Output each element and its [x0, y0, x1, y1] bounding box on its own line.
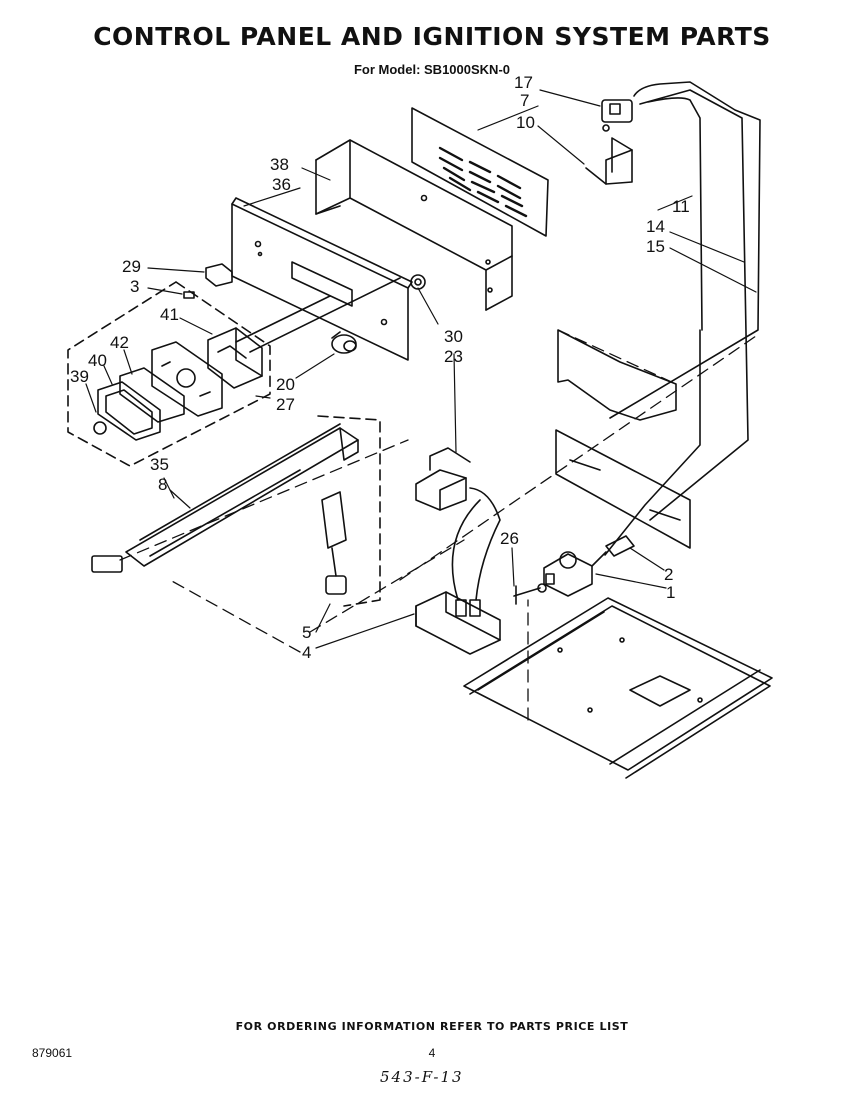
callout-23: 23: [444, 347, 463, 366]
clock-assembly-group-27: [67, 281, 271, 467]
model-subtitle: For Model: SB1000SKN-0: [353, 62, 511, 77]
callout-40: 40: [88, 351, 107, 370]
clock-shaft-line-2: [249, 277, 401, 353]
callout-7: 7: [520, 91, 529, 110]
part-5-orifice: [321, 491, 347, 595]
callout-38: 38: [270, 155, 289, 174]
page-title: CONTROL PANEL AND IGNITION SYSTEM PARTS: [93, 22, 771, 51]
callout-15: 15: [646, 237, 665, 256]
callout-3: 3: [130, 277, 139, 296]
clock-shaft-line: [235, 295, 331, 343]
side-wall-cutaway: [555, 329, 691, 549]
callout-14: 14: [646, 217, 665, 236]
callout-11: 11: [672, 197, 690, 216]
part-17-switch: [601, 99, 633, 132]
part-29-button: [205, 263, 233, 287]
part-41-clock-module: [207, 327, 263, 389]
callout-leaders: [85, 89, 757, 649]
part-4-gas-valve: [415, 487, 501, 655]
callout-10: 10: [516, 113, 535, 132]
reference-number: 879061: [32, 1046, 73, 1060]
part-23-ignitor-valve: [415, 447, 471, 511]
handwritten-code: 543-F-13: [380, 1068, 464, 1086]
part-7-rear-panel: [411, 107, 549, 237]
callout-30: 30: [444, 327, 463, 346]
part-2-fitting: [591, 535, 635, 567]
callout-5: 5: [302, 623, 311, 642]
callout-1: 1: [666, 583, 675, 602]
part-1-regulator: [543, 551, 593, 597]
callout-2: 2: [664, 565, 673, 584]
part-10-bracket: [585, 137, 633, 185]
part-42-clock-face: [151, 341, 223, 417]
part-38-housing: [315, 139, 513, 311]
part-35-burner-bar: [91, 423, 359, 573]
page-number: 4: [428, 1046, 436, 1060]
callout-27: 27: [276, 395, 295, 414]
callout-35: 35: [150, 455, 169, 474]
part-26-screw: [513, 583, 547, 605]
part-30-knob-clip: [410, 274, 426, 290]
dashed-leaders: [119, 329, 757, 721]
part-39-bezel: [93, 381, 161, 441]
thermocouple-tubes: [604, 81, 761, 556]
callout-26: 26: [500, 529, 519, 548]
callout-20: 20: [276, 375, 295, 394]
callout-39: 39: [70, 367, 89, 386]
oven-floor-panel: [463, 597, 773, 779]
part-20-knob: [331, 331, 357, 354]
callout-labels: 17 7 10 38 36 11 14 15 29 3 30 23 41 42 …: [70, 73, 690, 662]
callout-8: 8: [158, 475, 167, 494]
burner-bracket-group: [317, 415, 381, 607]
callout-36: 36: [272, 175, 291, 194]
callout-42: 42: [110, 333, 129, 352]
callout-29: 29: [122, 257, 141, 276]
callout-41: 41: [160, 305, 179, 324]
callout-4: 4: [302, 643, 311, 662]
ordering-note: FOR ORDERING INFORMATION REFER TO PARTS …: [235, 1020, 629, 1033]
part-36-control-panel: [231, 197, 413, 361]
part-40-lens: [119, 367, 185, 423]
callout-17: 17: [514, 73, 533, 92]
